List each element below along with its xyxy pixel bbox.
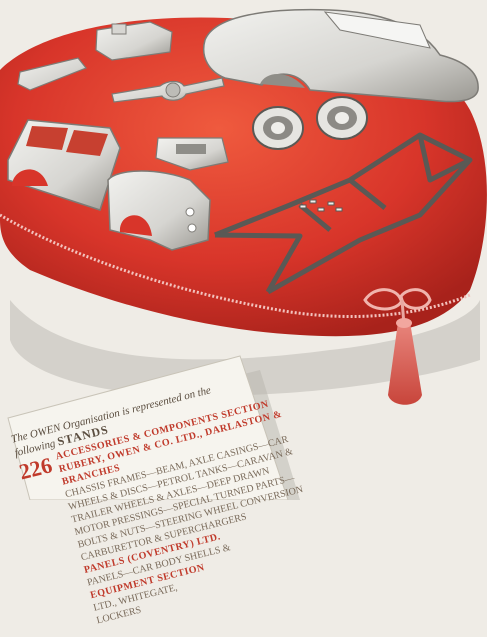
pressed-tray	[155, 137, 229, 171]
chassis-frame	[214, 132, 473, 295]
section2-line1: PANELS (COVENTRY) LTD.	[82, 531, 222, 576]
wheel-disc-left	[252, 106, 304, 150]
section3-line1: LTD., WHITEGATE,	[92, 582, 179, 614]
wing-panel	[107, 170, 211, 251]
cushion-shadow	[10, 300, 480, 396]
axle-casing	[111, 77, 225, 103]
fuel-tank	[95, 21, 173, 61]
section3-title: EQUIPMENT SECTION	[89, 562, 206, 602]
wheel-disc-right	[316, 96, 368, 140]
tassel-rope	[363, 288, 432, 311]
section2-line2: PANELS—CAR BODY SHELLS &	[86, 542, 232, 589]
section1-line8: CARBURETTOR & SUPERCHARGERS	[79, 511, 248, 564]
door-panel	[7, 119, 121, 211]
bolts	[299, 199, 343, 212]
car-body-shell	[203, 8, 479, 103]
small-bracket	[17, 57, 87, 91]
illustration	[0, 8, 487, 500]
cushion-piping	[0, 213, 471, 319]
tassel	[388, 322, 422, 405]
tassel-knot	[396, 318, 412, 328]
section3-line2: LOCKERS	[95, 604, 143, 627]
info-card	[7, 355, 289, 500]
